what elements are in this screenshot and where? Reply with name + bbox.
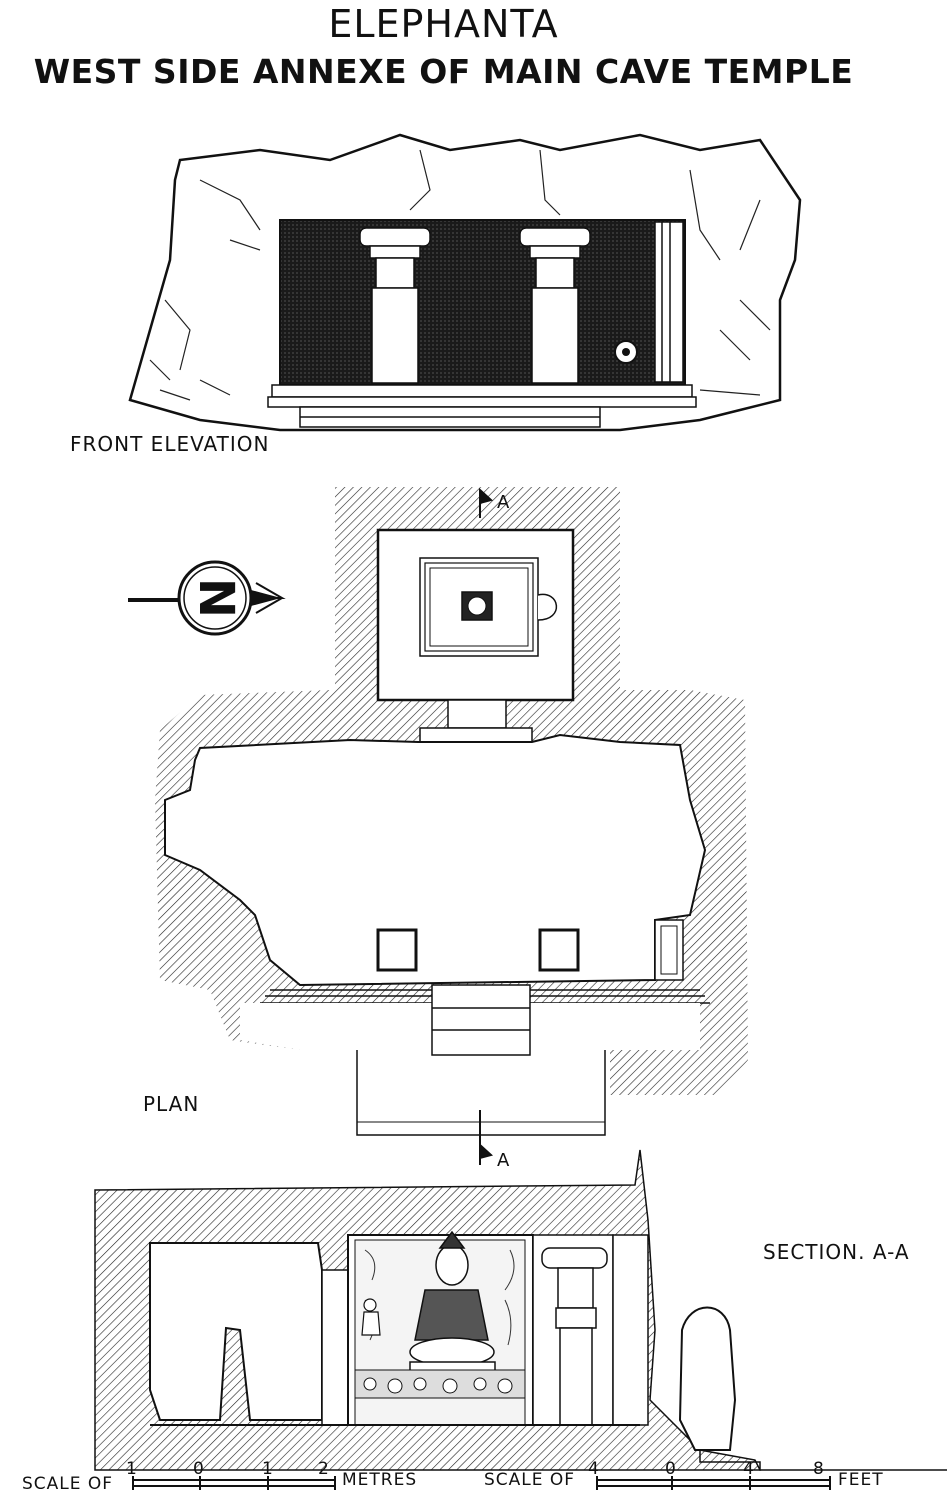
pillar-left	[359, 227, 431, 384]
imperial-tick-1: 0	[665, 1459, 677, 1479]
pillar-right	[519, 227, 591, 384]
north-arrow-icon	[128, 560, 286, 636]
section-marker-top: A	[497, 492, 511, 513]
imperial-scale-bar	[596, 1476, 831, 1490]
main-hall	[164, 733, 707, 987]
front-elevation-label: FRONT ELEVATION	[70, 432, 270, 456]
seated-deity-figure	[409, 1230, 496, 1373]
drawing-title: ELEPHANTA	[328, 2, 559, 46]
imperial-tick-2: 4	[743, 1459, 755, 1479]
imperial-scale-unit: FEET	[838, 1470, 884, 1490]
plan-view	[128, 487, 748, 1165]
imperial-tick-0: 4	[588, 1459, 600, 1479]
section-view	[94, 1149, 947, 1471]
pillar-plan-right	[538, 928, 580, 972]
metric-scale-unit: METRES	[342, 1470, 418, 1490]
pillar-plan-left	[376, 928, 418, 972]
section-label: SECTION. A-A	[763, 1240, 910, 1264]
imperial-scale-prefix: SCALE OF	[484, 1470, 576, 1490]
metric-scale-prefix: SCALE OF	[22, 1474, 114, 1494]
metric-tick-3: 2	[318, 1459, 330, 1479]
metric-scale-bar	[132, 1476, 336, 1490]
drawing-subtitle: WEST SIDE ANNEXE OF MAIN CAVE TEMPLE	[33, 52, 854, 91]
section-marker-bottom: A	[497, 1150, 511, 1171]
imperial-tick-3: 8	[813, 1459, 825, 1479]
metric-tick-1: 0	[193, 1459, 205, 1479]
front-elevation	[128, 133, 802, 432]
north-letter: N	[188, 577, 245, 619]
plan-label: PLAN	[143, 1092, 200, 1116]
metric-tick-2: 1	[262, 1459, 274, 1479]
metric-tick-0: 1	[126, 1459, 138, 1479]
